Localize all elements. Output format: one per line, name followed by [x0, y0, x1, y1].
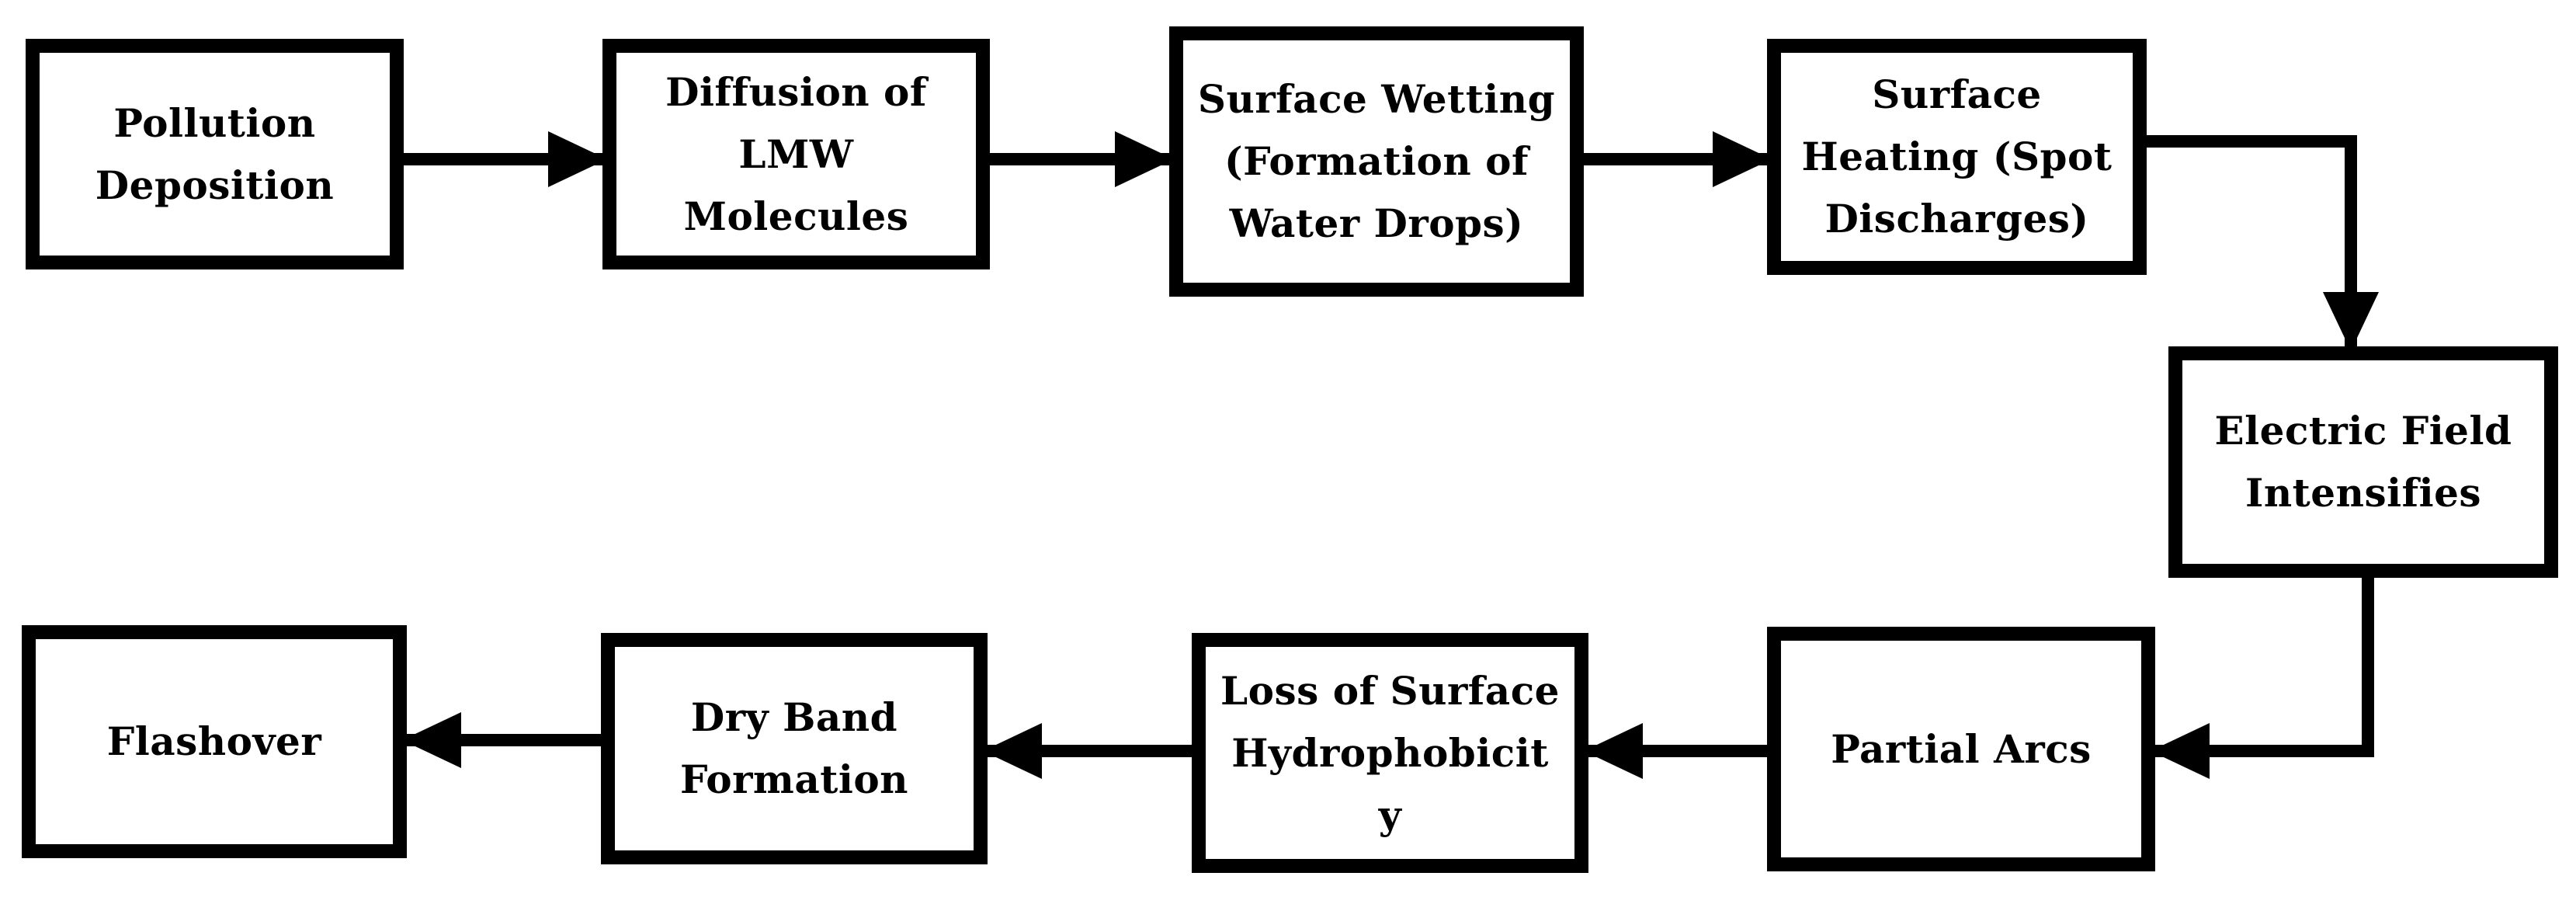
node-electric-field: Electric Field Intensifies [2168, 346, 2558, 578]
arrow-heating-to-electric-field [2147, 135, 2379, 351]
node-label: Loss of Surface Hydrophobicit y [1220, 667, 1560, 838]
node-diffusion-lmw: Diffusion of LMW Molecules [602, 39, 990, 269]
node-partial-arcs: Partial Arcs [1767, 627, 2155, 871]
node-loss-hydrophobicity: Loss of Surface Hydrophobicit y [1192, 633, 1588, 873]
arrow-electric-field-to-partial-arcs [2151, 578, 2374, 779]
node-label: Pollution Deposition [95, 99, 335, 208]
node-label: Flashover [106, 718, 322, 764]
node-label: Electric Field Intensifies [2214, 408, 2512, 516]
node-label: Surface Heating (Spot Discharges) [1801, 71, 2113, 242]
node-pollution-deposition: Pollution Deposition [26, 39, 404, 269]
node-label: Partial Arcs [1831, 725, 2092, 772]
node-surface-wetting: Surface Wetting (Formation of Water Drop… [1169, 26, 1584, 297]
node-flashover: Flashover [22, 625, 407, 858]
node-label: Dry Band Formation [679, 694, 909, 802]
node-label: Surface Wetting (Formation of Water Drop… [1197, 76, 1556, 246]
node-label: Diffusion of LMW Molecules [665, 68, 927, 239]
node-dry-band: Dry Band Formation [601, 633, 988, 864]
node-surface-heating: Surface Heating (Spot Discharges) [1767, 39, 2147, 275]
